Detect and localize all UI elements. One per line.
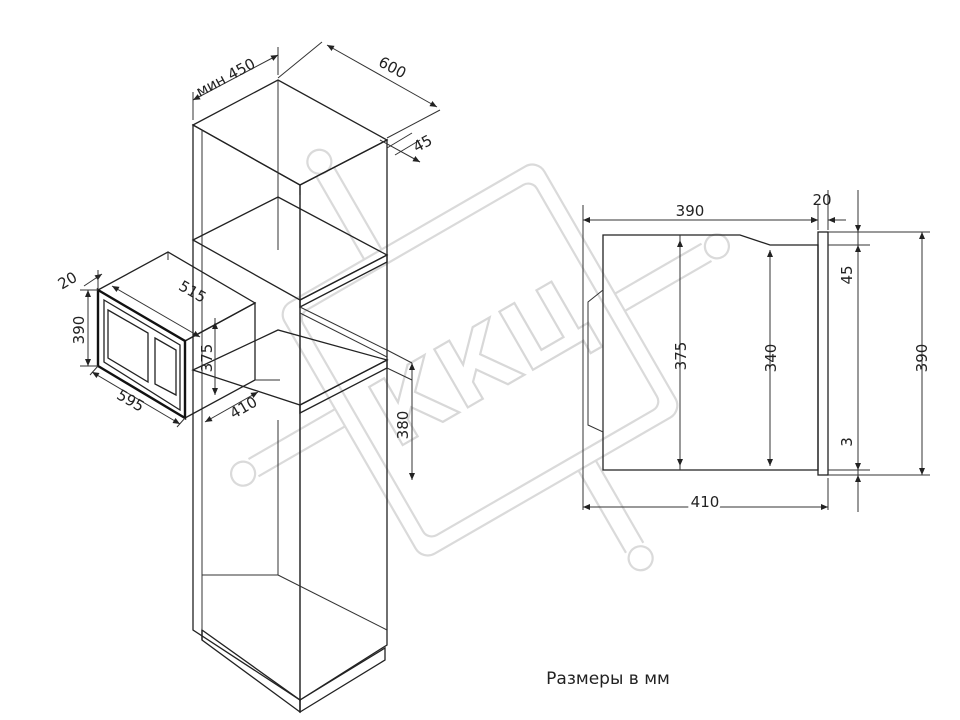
dim-niche-height: 380 xyxy=(394,411,412,440)
side-view-dimensions: 390 20 375 340 410 45 3 390 xyxy=(582,190,931,514)
dim-cabinet-depth: 600 xyxy=(375,53,409,82)
dim-min-width: мин 450 xyxy=(193,55,258,101)
dim-frame: 45 xyxy=(410,131,435,156)
dim-front-thickness: 20 xyxy=(812,191,831,209)
dim-side-body-height: 375 xyxy=(672,342,690,371)
dim-frame-bottom: 3 xyxy=(838,437,856,447)
side-view-drawing xyxy=(587,231,829,476)
dim-body-depth: 410 xyxy=(227,393,261,423)
dim-front-height: 390 xyxy=(70,316,88,345)
dim-frame-top: 45 xyxy=(838,265,856,284)
dim-body-height: 375 xyxy=(198,344,216,373)
oven-dimensions: 390 595 515 375 410 20 xyxy=(55,268,261,428)
dim-top-depth: 390 xyxy=(676,202,705,220)
watermark-text: ККЦ xyxy=(353,258,611,469)
dim-inner-height: 340 xyxy=(762,344,780,373)
dim-total-depth: 410 xyxy=(691,493,720,511)
units-caption: Размеры в мм xyxy=(546,669,670,689)
dim-front-height-side: 390 xyxy=(913,344,931,373)
watermark: ККЦ xyxy=(230,148,730,572)
dim-front-width: 595 xyxy=(114,386,148,416)
dim-frame-thickness: 20 xyxy=(55,268,81,293)
